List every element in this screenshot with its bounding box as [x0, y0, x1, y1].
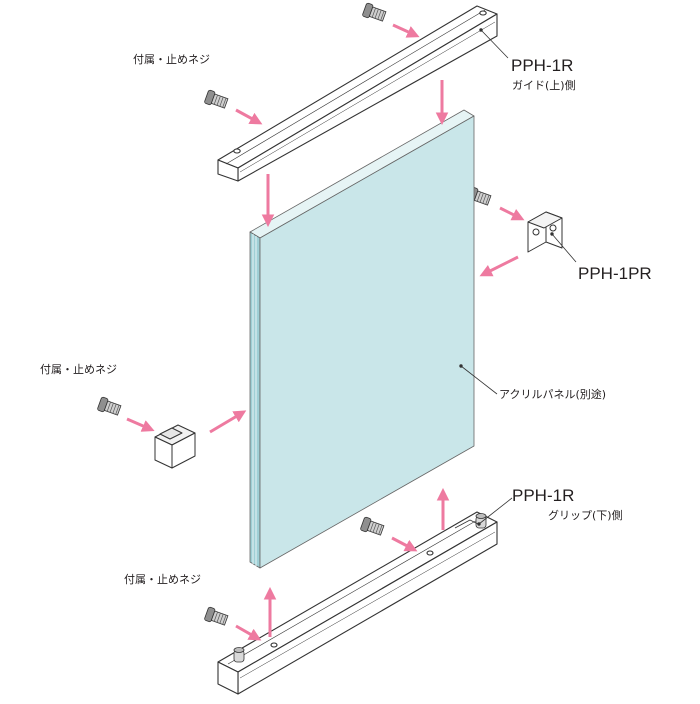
- screw-note-mid-label: 付属・止めネジ: [40, 363, 117, 376]
- screw-note-bottom-label: 付属・止めネジ: [124, 573, 201, 586]
- arrow-screw-to-bottom-rail-left: [235, 624, 262, 641]
- side-bracket-left: [154, 424, 196, 469]
- arrow-left-bracket-to-panel: [209, 410, 247, 434]
- top-part-code-label: PPH-1R: [511, 56, 574, 75]
- top-guide-rail: [217, 5, 498, 182]
- bottom-part-side-label: グリップ(下)側: [548, 509, 623, 522]
- panel-note-label: アクリルパネル(別途): [499, 388, 607, 401]
- bottom-grip-rail: [217, 511, 498, 695]
- screw-left-middle: [97, 396, 122, 416]
- screw-bottom-center: [360, 516, 385, 536]
- right-part-code-label: PPH-1PR: [578, 264, 652, 283]
- arrow-screw-to-top-rail: [392, 23, 420, 38]
- arrow-screw-to-bottom-rail: [391, 536, 418, 552]
- arrow-screw-to-top-rail-left: [235, 108, 263, 125]
- acrylic-panel: [249, 109, 475, 569]
- side-bracket-pph-1pr: [527, 211, 563, 253]
- screw-top-right: [362, 2, 387, 22]
- arrow-screw-to-left-bracket: [126, 417, 155, 432]
- arrow-screw-to-bracket: [499, 206, 525, 221]
- arrow-bracket-to-panel: [479, 255, 519, 277]
- screw-top-left: [204, 89, 229, 109]
- top-part-side-label: ガイド(上)側: [512, 79, 576, 92]
- leader-lines: [459, 28, 577, 526]
- assembly-arrows: [126, 23, 525, 641]
- bottom-part-code-label: PPH-1R: [512, 486, 575, 505]
- screw-note-top-label: 付属・止めネジ: [133, 53, 210, 66]
- screw-bottom-left: [204, 606, 229, 626]
